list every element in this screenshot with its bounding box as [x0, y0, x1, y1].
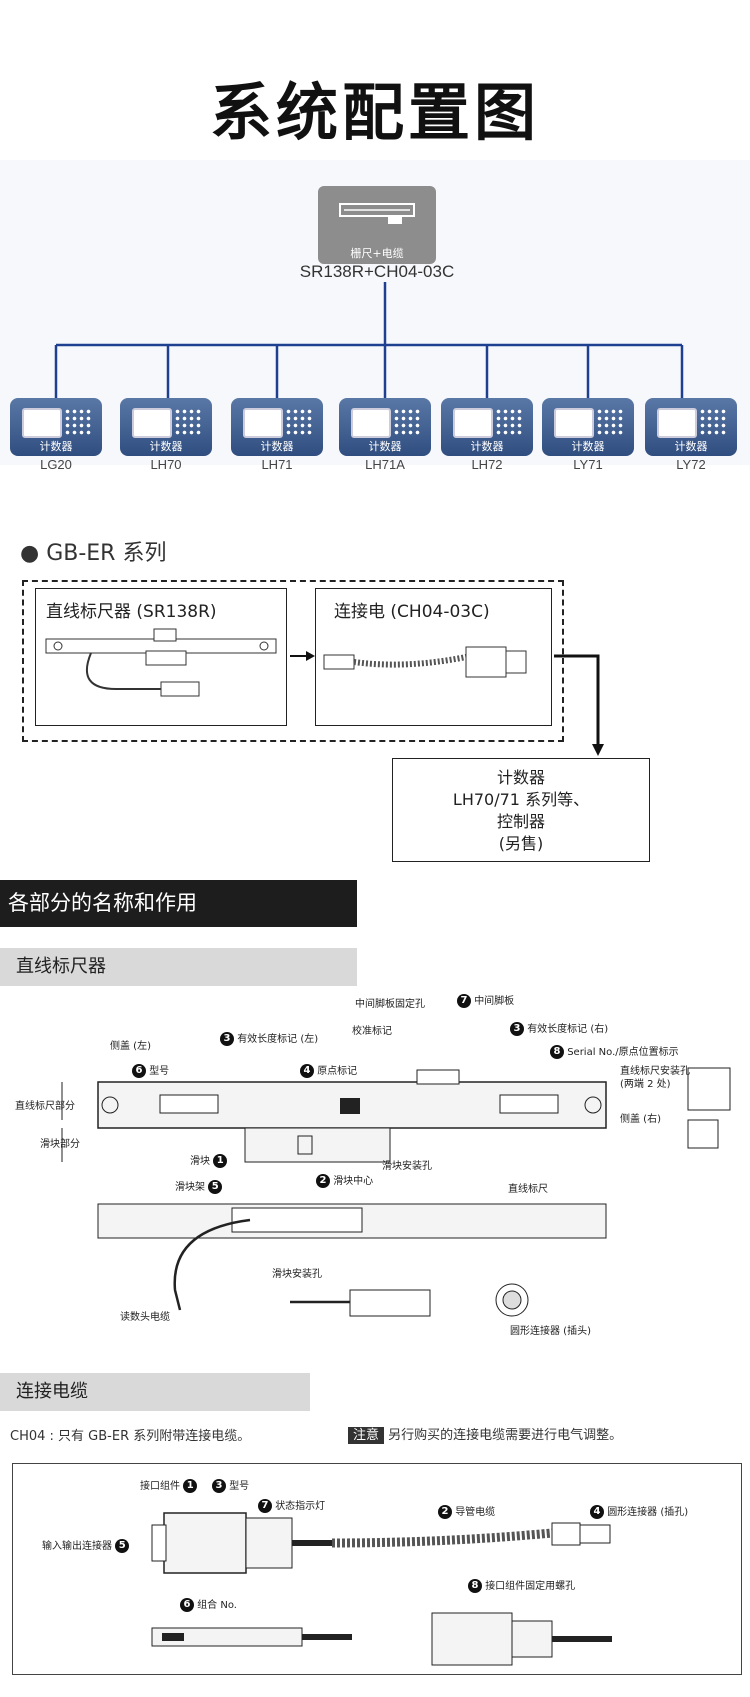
callout-3-icon: 3	[212, 1479, 226, 1493]
counter-lh71: 计数器	[231, 398, 323, 456]
label-slider-center: 2 滑块中心	[316, 1172, 373, 1188]
scale-cable-label: 栅尺+电缆	[350, 247, 404, 260]
label-conduit: 2 导管电缆	[438, 1503, 495, 1519]
cable-note-right: 注意 另行购买的连接电缆需要进行电气调整。	[348, 1424, 622, 1444]
label-mount-hole: 直线标尺安装孔	[620, 1066, 690, 1077]
callout-6-icon: 6	[180, 1598, 194, 1612]
label-slider: 滑块 1	[190, 1152, 228, 1168]
keypad-icon	[285, 408, 313, 436]
label-interface: 接口组件 1	[140, 1477, 198, 1493]
scale-model-label: SR138R+CH04-03C	[299, 262, 455, 281]
scale-product-title: 直线标尺器 (SR138R)	[46, 602, 217, 622]
label-model: 6 型号	[132, 1062, 169, 1078]
label-round-conn: 圆形连接器 (插头)	[510, 1326, 591, 1337]
keypad-icon	[174, 408, 202, 436]
label-eff-len-right: 3 有效长度标记 (右)	[510, 1020, 608, 1036]
callout-3-icon: 3	[220, 1032, 234, 1046]
callout-7-icon: 7	[457, 994, 471, 1008]
label-side-cover-right: 侧盖 (右)	[620, 1114, 661, 1125]
scale-product-box: 直线标尺器 (SR138R)	[35, 588, 287, 726]
label-side-cover-left: 侧盖 (左)	[110, 1041, 151, 1052]
scale-parts-diagram	[61, 1067, 731, 1317]
label-combo-no: 6 组合 No.	[180, 1596, 237, 1612]
model-label: LY71	[573, 457, 603, 472]
label-fix-screw: 8 接口组件固定用螺孔	[468, 1577, 575, 1593]
keypad-icon	[64, 408, 92, 436]
model-label: LY72	[676, 457, 706, 472]
counter-lh70: 计数器	[120, 398, 212, 456]
page-title: 系统配置图	[209, 76, 540, 149]
label-io-conn: 输入输出连接器 5	[42, 1537, 130, 1553]
callout-2-icon: 2	[316, 1174, 330, 1188]
label-slider-frame: 滑块架 5	[175, 1178, 223, 1194]
label-origin-mark: 4 原点标记	[300, 1062, 357, 1078]
result-line: LH70/71 系列等、	[452, 790, 590, 809]
label-mid-plate: 7 中间脚板	[457, 992, 514, 1008]
callout-2-icon: 2	[438, 1505, 452, 1519]
label-mid-plate-hole: 中间脚板固定孔	[355, 999, 425, 1010]
label-eff-len-left: 3 有效长度标记 (左)	[220, 1030, 318, 1046]
callout-4-icon: 4	[300, 1064, 314, 1078]
label-slider-hole-2: 滑块安装孔	[272, 1269, 322, 1280]
label-calib-mark: 校准标记	[352, 1026, 392, 1037]
model-label: LG20	[40, 457, 72, 472]
parts-section-header: 各部分的名称和作用	[0, 880, 357, 927]
result-line: 控制器	[496, 812, 545, 831]
label-read-cable: 读数头电缆	[120, 1312, 170, 1323]
counter-lh72: 计数器	[441, 398, 533, 456]
callout-8-icon: 8	[550, 1045, 564, 1059]
model-label: LH71	[261, 457, 293, 472]
label-round-socket: 4 圆形连接器 (插孔)	[590, 1503, 688, 1519]
cable-diagram-box	[12, 1463, 742, 1675]
label-status-led: 7 状态指示灯	[258, 1497, 325, 1513]
callout-7-icon: 7	[258, 1499, 272, 1513]
caution-tag: 注意	[348, 1427, 385, 1444]
cable-illustration	[323, 646, 527, 678]
cable-note-left: CH04 : 只有 GB-ER 系列附带连接电缆。	[10, 1429, 251, 1444]
callout-1-icon: 1	[213, 1154, 228, 1168]
counter-ly71: 计数器	[542, 398, 634, 456]
keypad-icon	[699, 408, 727, 436]
label-linear-scale: 直线标尺	[508, 1184, 548, 1195]
callout-5-icon: 5	[115, 1539, 130, 1553]
label-mount-hole-2: (两端 2 处)	[620, 1079, 671, 1090]
cable-subheader: 连接电缆	[0, 1373, 310, 1411]
callout-5-icon: 5	[208, 1180, 223, 1194]
callout-1-icon: 1	[183, 1479, 198, 1493]
model-label: LH70	[150, 457, 182, 472]
callout-3-icon: 3	[510, 1022, 524, 1036]
keypad-icon	[393, 408, 421, 436]
callout-6-icon: 6	[132, 1064, 146, 1078]
result-line: (另售)	[498, 834, 544, 853]
counter-controller-box: 计数器 LH70/71 系列等、 控制器 (另售)	[392, 758, 650, 862]
to-counter-arrow	[554, 654, 604, 756]
label-slider-hole: 滑块安装孔	[382, 1161, 432, 1172]
system-connection-lines	[54, 282, 684, 398]
series-heading: ● GB-ER 系列	[20, 541, 167, 566]
keypad-icon	[495, 408, 523, 436]
label-scale-part: 直线标尺部分	[15, 1101, 75, 1112]
counter-lg20: 计数器	[10, 398, 102, 456]
scale-subheader: 直线标尺器	[0, 948, 357, 986]
label-serial: 8 Serial No./原点位置标示	[550, 1043, 679, 1059]
model-label: LH72	[471, 457, 503, 472]
keypad-icon	[596, 408, 624, 436]
scale-cable-icon	[318, 186, 436, 264]
callout-4-icon: 4	[590, 1505, 604, 1519]
counter-ly72: 计数器	[645, 398, 737, 456]
result-line: 计数器	[496, 768, 545, 787]
label-slider-part: 滑块部分	[40, 1139, 80, 1150]
package-dashed-box	[22, 580, 564, 742]
cable-product-title: 连接电 (CH04-03C)	[334, 602, 490, 622]
cable-parts-diagram	[151, 1512, 612, 1666]
label-cable-model: 3 型号	[212, 1477, 249, 1493]
scale-illustration	[45, 628, 277, 697]
callout-8-icon: 8	[468, 1579, 482, 1593]
model-label: LH71A	[365, 457, 405, 472]
arrow-right-icon	[290, 651, 315, 661]
counter-lh71a: 计数器	[339, 398, 431, 456]
cable-product-box: 连接电 (CH04-03C)	[315, 588, 552, 726]
